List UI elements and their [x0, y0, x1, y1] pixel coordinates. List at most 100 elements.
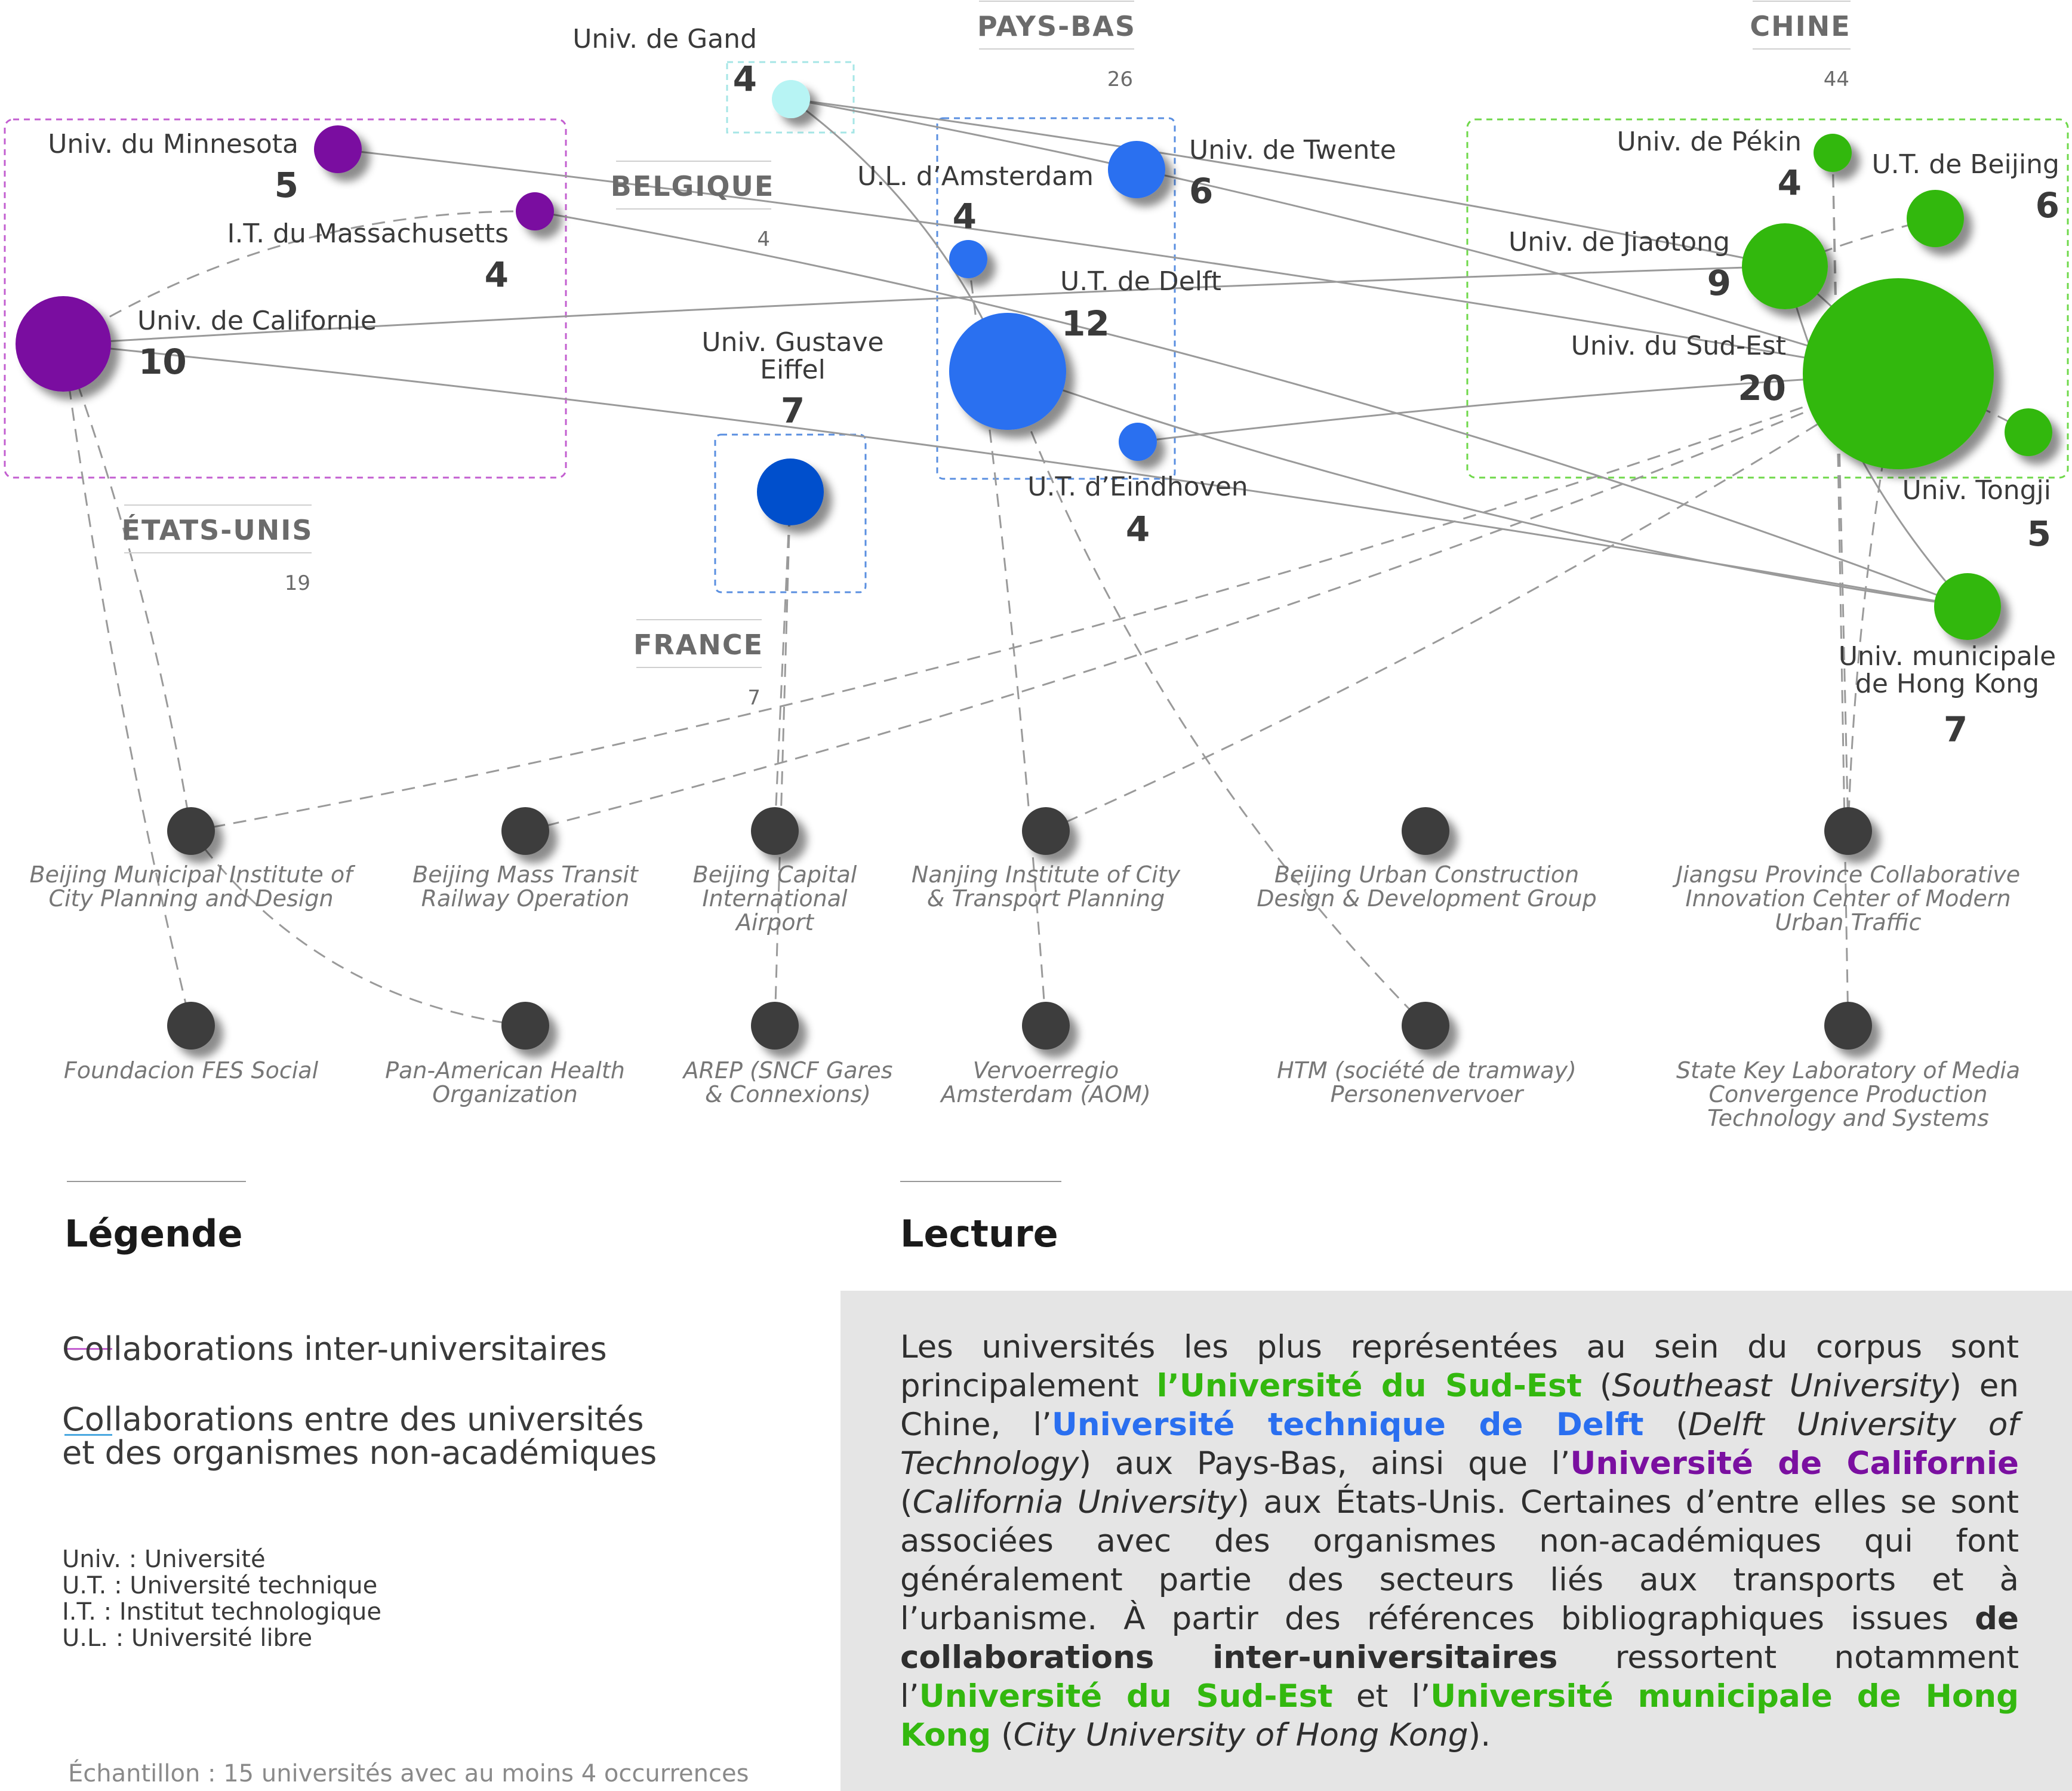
university-bubble[interactable]	[1119, 423, 1157, 461]
university-bubble[interactable]	[1803, 278, 1994, 469]
belgium-frame	[726, 61, 855, 134]
organization-dot[interactable]	[501, 1002, 549, 1050]
inter-university-legend-swatch	[64, 1348, 112, 1350]
non-academic-link	[1045, 373, 1899, 832]
organization-dot[interactable]	[1022, 807, 1070, 855]
organization-dot[interactable]	[167, 1002, 215, 1050]
organization-name: Design & Development Group	[1257, 885, 1596, 912]
inter-university-link	[63, 343, 1968, 608]
university-node-tongji[interactable]: Univ. Tongji 5	[1902, 408, 2053, 554]
university-bubble[interactable]	[949, 313, 1066, 430]
university-bubble[interactable]	[16, 296, 111, 392]
organization-dot[interactable]	[1402, 807, 1449, 855]
china-frame	[1466, 118, 2069, 479]
university-count: 6	[2036, 185, 2059, 226]
university-bubble[interactable]	[1108, 141, 1165, 198]
university-count: 7	[781, 390, 805, 431]
organization-dot[interactable]	[501, 807, 549, 855]
organization-dot[interactable]	[1022, 1002, 1070, 1050]
university-name: Univ. Gustave	[701, 327, 883, 358]
organization-node-htm[interactable]: HTM (société de tramway)Personenvervoer	[1277, 1002, 1577, 1107]
university-count: 7	[1944, 709, 1968, 750]
organization-node-arep[interactable]: AREP (SNCF Gares& Connexions)	[682, 1002, 893, 1107]
reading-segment: ) aux Pays-Bas, ainsi que l’	[1079, 1445, 1571, 1482]
university-bubble[interactable]	[772, 80, 810, 118]
organization-dot[interactable]	[1402, 1002, 1449, 1050]
university-bubble[interactable]	[1934, 573, 2001, 640]
organization-name: City Planning and Design	[48, 885, 333, 912]
organization-node-sklm[interactable]: State Key Laboratory of MediaConvergence…	[1676, 1002, 2020, 1131]
university-name: Eiffel	[760, 355, 826, 385]
university-count: 5	[2027, 513, 2051, 554]
university-count: 4	[1126, 509, 1150, 549]
university-count: 4	[1778, 162, 1802, 203]
reading-segment: City University of Hong Kong	[1013, 1717, 1468, 1753]
country-total: 19	[285, 571, 310, 595]
university-count: 6	[1189, 171, 1213, 211]
reading-segment: ressortent notamment l’	[900, 1639, 2019, 1715]
university-count: 9	[1707, 263, 1731, 303]
university-name: Univ. Tongji	[1902, 475, 2052, 506]
university-name: Univ. de Jiaotong	[1508, 227, 1730, 257]
university-count: 12	[1061, 303, 1110, 344]
reading-segment: (	[1581, 1368, 1612, 1404]
reading-segment: l’Université du Sud-Est	[1156, 1368, 1582, 1404]
organization-node-nictp[interactable]: Nanjing Institute of City& Transport Pla…	[912, 807, 1181, 912]
abbreviations: Univ. : Université U.T. : Université tec…	[62, 1546, 381, 1651]
university-bubble[interactable]	[314, 125, 362, 173]
organization-dot[interactable]	[751, 807, 799, 855]
university-node-beijing[interactable]: U.T. de Beijing 6	[1871, 149, 2059, 247]
university-count: 10	[138, 341, 187, 382]
organization-dot[interactable]	[167, 807, 215, 855]
organization-dot[interactable]	[1824, 1002, 1872, 1050]
university-bubble[interactable]	[516, 192, 554, 230]
university-node-pekin[interactable]: Univ. de Pékin 4	[1617, 127, 1852, 203]
university-bubble[interactable]	[1814, 134, 1852, 172]
reading-segment: et l’	[1332, 1678, 1431, 1715]
reading-segment: (	[991, 1717, 1014, 1753]
inter-university-legend-label: Collaborations inter-universitaires	[62, 1330, 607, 1368]
organization-node-fes[interactable]: Foundacion FES Social	[64, 1002, 319, 1084]
university-node-jiaotong[interactable]: Univ. de Jiaotong 9	[1508, 223, 1828, 309]
reading-title: Lecture	[900, 1212, 1058, 1255]
inter-university-link	[63, 265, 1785, 345]
organization-dot[interactable]	[751, 1002, 799, 1050]
reading-segment: ).	[1468, 1717, 1491, 1753]
reading-segment: ) aux États-Unis. Certaines d’entre elle…	[900, 1484, 2019, 1637]
reading-text: Les universités les plus représentées au…	[900, 1328, 2019, 1755]
non-academic-link	[525, 373, 1899, 832]
organization-node-jpcic[interactable]: Jiangsu Province CollaborativeInnovation…	[1672, 807, 2020, 935]
university-name: U.T. de Beijing	[1871, 149, 2059, 180]
university-bubble[interactable]	[757, 458, 824, 525]
organization-name: Technology and Systems	[1707, 1105, 1989, 1131]
university-bubble[interactable]	[1742, 223, 1828, 309]
university-bubble[interactable]	[2005, 408, 2052, 456]
university-name: Univ. de Pékin	[1617, 127, 1802, 157]
university-bubble[interactable]	[949, 240, 987, 278]
country-name: CHINE	[1750, 10, 1851, 42]
university-bubble[interactable]	[1907, 190, 1964, 247]
organization-name: Vervoerregio	[973, 1057, 1119, 1084]
organization-name: Beijing Capital	[693, 861, 857, 888]
organization-dot[interactable]	[1824, 807, 1872, 855]
sample-note: Échantillon : 15 universités avec au moi…	[68, 1760, 749, 1787]
